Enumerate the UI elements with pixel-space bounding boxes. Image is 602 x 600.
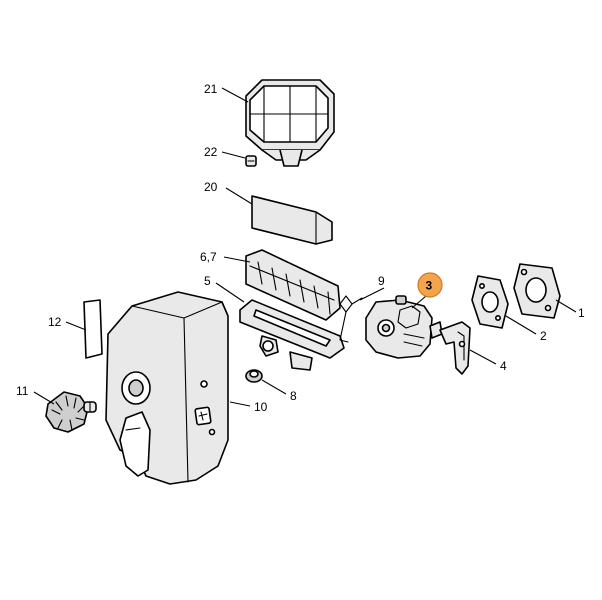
callout-9: 9	[378, 274, 385, 288]
callout-12: 12	[48, 315, 62, 329]
grommet-part[interactable]	[245, 369, 263, 383]
shroud-part[interactable]	[105, 291, 229, 485]
choke-rod-part[interactable]	[339, 295, 363, 343]
callout-11: 11	[16, 384, 29, 398]
callout-4: 4	[500, 359, 507, 373]
screw-part[interactable]	[245, 155, 257, 167]
highlight-marker	[417, 272, 443, 298]
callout-22: 22	[204, 145, 218, 159]
carburetor-part[interactable]	[365, 295, 443, 359]
gasket-outer-part[interactable]	[513, 263, 561, 319]
callout-8: 8	[290, 389, 297, 403]
callout-5: 5	[204, 274, 211, 288]
manifold-part[interactable]	[439, 321, 471, 375]
label-sticker-part[interactable]	[83, 299, 103, 359]
filter-element-part[interactable]	[245, 249, 341, 321]
callout-6-7: 6,7	[200, 250, 217, 264]
callout-2: 2	[540, 329, 547, 343]
filter-base-part[interactable]	[239, 299, 345, 371]
prefilter-part[interactable]	[251, 195, 333, 245]
callout-10: 10	[254, 400, 268, 414]
callout-21: 21	[204, 82, 218, 96]
gasket-inner-part[interactable]	[471, 275, 509, 329]
callout-1: 1	[578, 306, 585, 320]
air-filter-part[interactable]	[245, 79, 335, 167]
knob-part[interactable]	[45, 391, 97, 433]
callout-20: 20	[204, 180, 218, 194]
callout-3: 3	[426, 279, 433, 293]
